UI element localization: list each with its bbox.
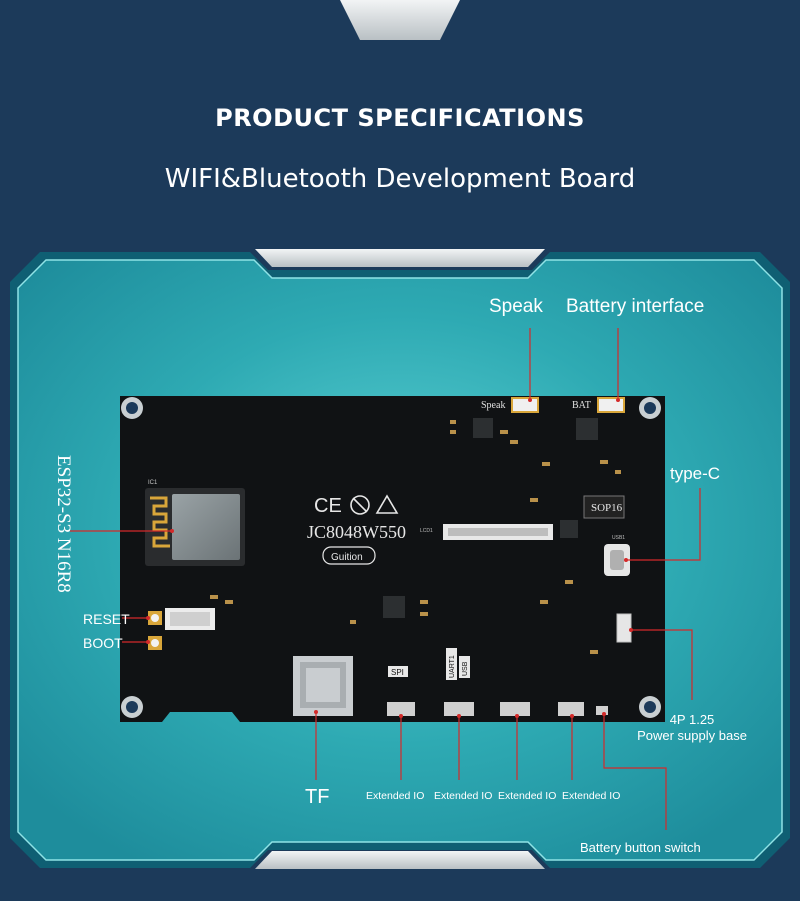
chip-silk: IC1	[148, 480, 158, 486]
brand-logo: Guition	[331, 552, 363, 563]
speak-connector	[511, 397, 539, 413]
leader-lines	[70, 328, 701, 830]
battery-switch	[596, 706, 608, 715]
page-subtitle: WIFI&Bluetooth Development Board	[164, 164, 636, 194]
svg-text:USB1: USB1	[612, 535, 625, 541]
antenna-icon	[150, 496, 170, 548]
callout-esp32-module: ESP32-S3 N16R8	[53, 455, 74, 593]
top-tab	[340, 0, 460, 40]
callout-boot: BOOT	[83, 635, 123, 651]
io-connector-3	[500, 702, 530, 716]
callout-speak: Speak	[489, 296, 543, 317]
callout-extended-io-3: Extended IO	[498, 790, 557, 802]
callout-battery-interface: Battery interface	[566, 296, 705, 317]
power-base-line2: Power supply base	[637, 728, 747, 743]
io-connector-2	[444, 702, 474, 716]
sop-label: SOP16	[591, 502, 623, 514]
pcb-board: IC1 CE JC8048W550 Guition LCD1 Speak BAT…	[120, 396, 665, 722]
callout-extended-io-1: Extended IO	[366, 790, 425, 802]
silk-uart1: UART1	[449, 655, 456, 678]
page-title: PRODUCT SPECIFICATIONS	[215, 104, 585, 132]
callout-tf: TF	[305, 786, 330, 808]
io-connector-1	[387, 702, 415, 716]
battery-connector	[597, 397, 625, 413]
power-base-line1: 4P 1.25	[669, 712, 715, 727]
callout-power-base: 4P 1.25 Power supply base	[630, 712, 754, 744]
svg-text:LCD1: LCD1	[420, 528, 433, 534]
silk-speak: Speak	[481, 400, 505, 411]
board-model: JC8048W550	[307, 522, 406, 542]
callout-reset: RESET	[83, 611, 130, 627]
svg-text:CE: CE	[314, 495, 342, 517]
callout-type-c: type-C	[670, 464, 721, 483]
cert-marks: CE	[314, 494, 399, 517]
silk-usb: USB	[462, 661, 469, 676]
callout-extended-io-2: Extended IO	[434, 790, 493, 802]
callout-battery-button-switch: Battery button switch	[580, 840, 701, 855]
silk-bat: BAT	[572, 400, 591, 411]
callout-extended-io-4: Extended IO	[562, 790, 621, 802]
power-base-connector	[616, 613, 632, 643]
silk-spi: SPI	[391, 668, 404, 677]
io-connector-4	[558, 702, 584, 716]
